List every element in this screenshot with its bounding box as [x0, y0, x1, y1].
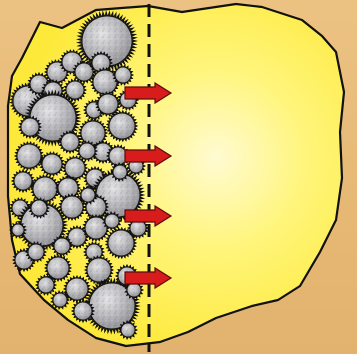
- particle-texture: [131, 221, 146, 236]
- particle-texture: [22, 119, 39, 136]
- particle-texture: [86, 218, 107, 239]
- particle-texture: [32, 201, 47, 216]
- particle-texture: [39, 278, 54, 293]
- particle-texture: [55, 239, 70, 254]
- particle-texture: [67, 279, 88, 300]
- particle-texture: [99, 95, 118, 114]
- particle-texture: [122, 324, 135, 337]
- particle-texture: [94, 71, 117, 94]
- particle-texture: [43, 155, 62, 174]
- particle-texture: [75, 303, 92, 320]
- particle-texture: [110, 148, 127, 165]
- particle-texture: [67, 82, 84, 99]
- particle-texture: [82, 189, 95, 202]
- particle-texture: [54, 294, 67, 307]
- particle-texture: [106, 215, 119, 228]
- particle-texture: [109, 231, 134, 256]
- particle-texture: [29, 245, 44, 260]
- particle-texture: [13, 225, 24, 236]
- particle-texture: [15, 173, 32, 190]
- particle-texture: [48, 258, 69, 279]
- particle-texture: [34, 178, 57, 201]
- particle-texture: [66, 159, 85, 178]
- particle-texture: [88, 259, 111, 282]
- particle-texture: [76, 64, 93, 81]
- particle-texture: [80, 144, 95, 159]
- particle-texture: [62, 197, 83, 218]
- particle-texture: [128, 284, 141, 297]
- particle-texture: [114, 166, 127, 179]
- particle-texture: [18, 145, 41, 168]
- particle-texture: [62, 134, 79, 151]
- particle-texture: [110, 114, 135, 139]
- particle-texture: [116, 68, 131, 83]
